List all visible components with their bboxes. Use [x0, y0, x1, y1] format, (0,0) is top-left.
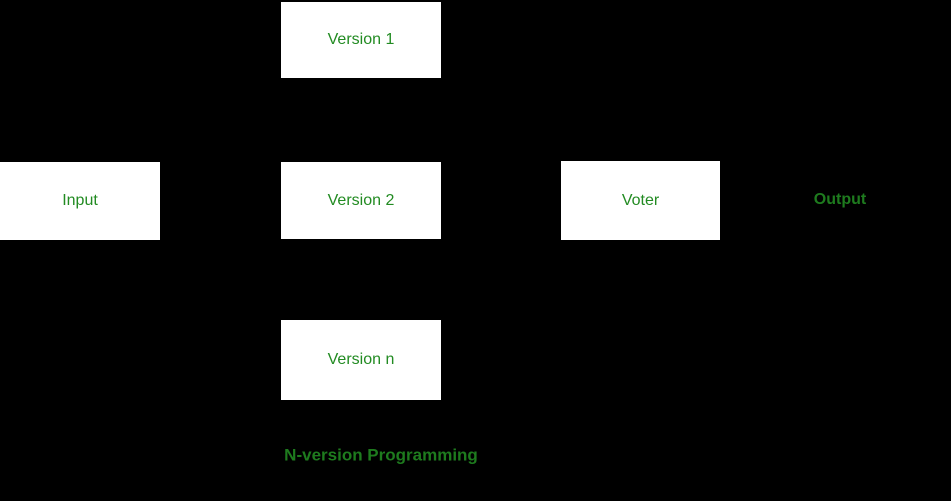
- node-input-label: Input: [62, 192, 98, 209]
- output-label: Output: [813, 191, 867, 208]
- node-version-2: Version 2: [281, 162, 441, 239]
- node-voter: Voter: [561, 161, 720, 240]
- diagram-caption: N-version Programming: [284, 445, 478, 465]
- node-version-2-label: Version 2: [327, 191, 395, 209]
- node-version-1-label: Version 1: [327, 31, 395, 48]
- node-version-n: Version n: [281, 320, 441, 400]
- node-input: Input: [0, 162, 160, 240]
- node-version-n-label: Version n: [327, 351, 395, 368]
- node-version-1: Version 1: [281, 2, 441, 78]
- node-voter-label: Voter: [621, 191, 660, 209]
